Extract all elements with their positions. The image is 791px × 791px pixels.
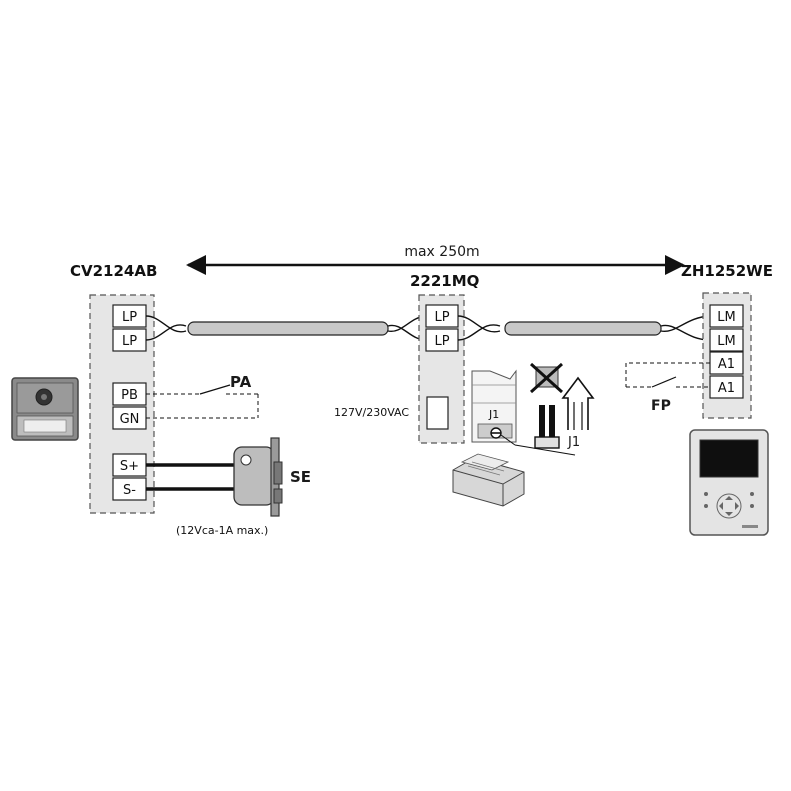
bus-cable-panel-to-power [145, 315, 427, 341]
mains-input-block [426, 396, 449, 430]
bus-cable-power-to-monitor [457, 315, 711, 341]
terminal-monitor-a1-2 [709, 375, 744, 399]
power-board-detail: J1 [471, 369, 576, 456]
terminal-label: A1 [718, 381, 735, 396]
panel-title: CV2124AB [70, 262, 157, 280]
terminal-monitor-lm1 [709, 304, 744, 328]
nav-pad-icon [716, 493, 742, 519]
fp-label: FP [651, 398, 671, 414]
terminal-monitor-lm2 [709, 328, 744, 352]
din-power-supply-illustration [452, 453, 525, 507]
jumper-icon [534, 405, 560, 449]
lock-spec-label: (12Vca-1A max.) [176, 524, 268, 537]
terminal-label: GN [120, 412, 140, 427]
terminal-label: LP [122, 310, 137, 325]
mains-label: 127V/230VAC [334, 406, 409, 419]
se-label: SE [290, 468, 311, 486]
terminal-label: PB [121, 388, 138, 403]
jumper-label: J1 [567, 435, 580, 450]
electric-lock-illustration [233, 437, 283, 517]
lock-wiring [146, 463, 236, 491]
terminal-label: LP [434, 310, 449, 325]
monitor-title: ZH1252WE [681, 262, 773, 280]
fp-button-wiring [625, 362, 710, 388]
terminal-label: LM [717, 334, 735, 349]
jumper-removed-icon [529, 362, 564, 394]
up-arrow-icon [561, 376, 595, 430]
terminal-label: LP [434, 334, 449, 349]
terminal-label: LP [122, 334, 137, 349]
terminal-label: S- [123, 483, 136, 498]
panel-terminals: LP LP PB GN S+ S- [112, 304, 147, 501]
terminal-label: LM [717, 310, 735, 325]
terminal-label: A1 [718, 357, 735, 372]
board-j1-label: J1 [488, 408, 499, 421]
pa-label: PA [230, 373, 252, 391]
door-panel-illustration [11, 377, 79, 441]
power-supply-title: 2221MQ [410, 272, 479, 290]
distance-label: max 250m [404, 244, 479, 260]
pa-button-wiring [146, 384, 259, 419]
terminal-label: S+ [120, 459, 139, 474]
monitor-illustration [689, 429, 769, 536]
